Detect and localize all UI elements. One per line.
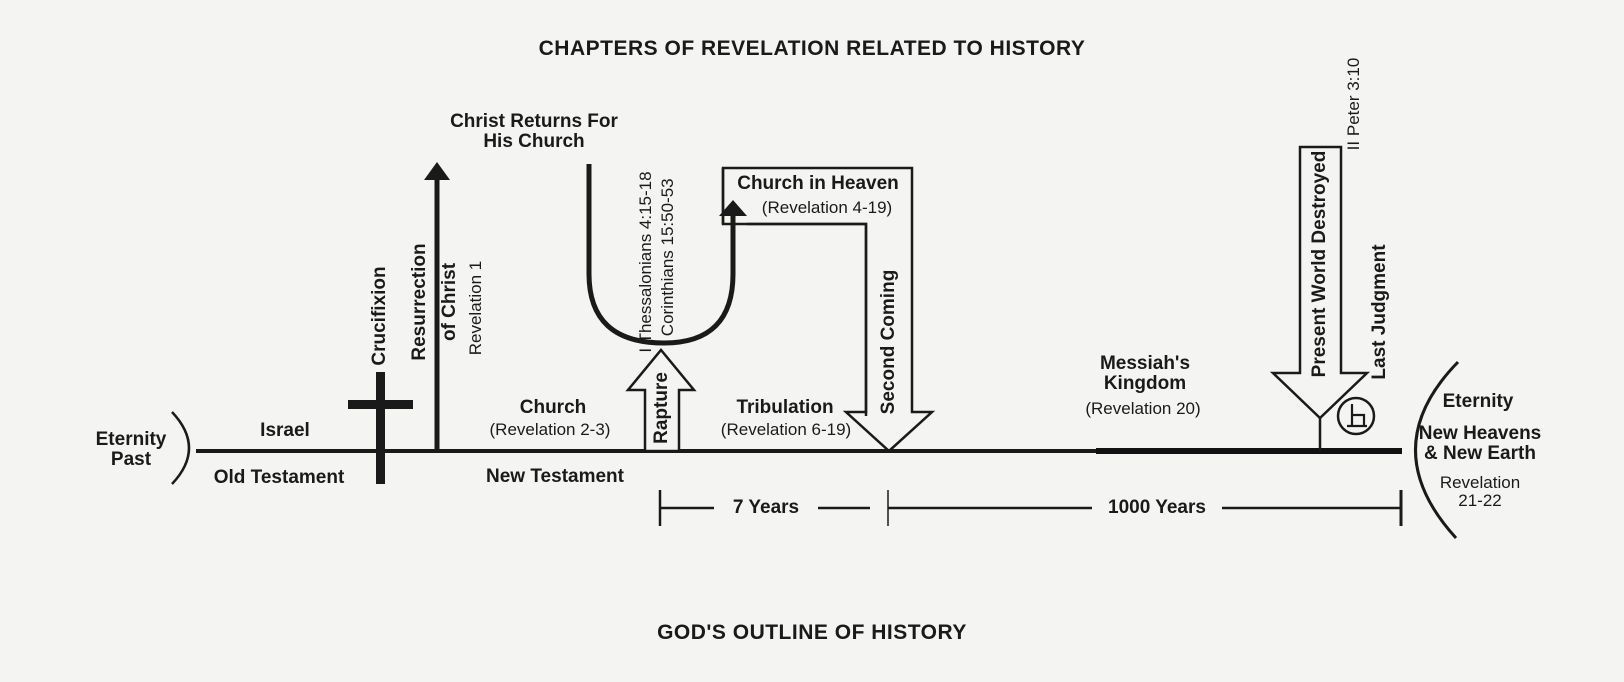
messiah-line-2: Kingdom bbox=[1103, 372, 1187, 394]
christ-returns-label: Christ Returns For His Church bbox=[448, 112, 620, 152]
resurrection-label-2: of Christ bbox=[439, 262, 461, 342]
eternity-past-label: Eternity Past bbox=[88, 430, 174, 470]
eternity-label: Eternity bbox=[1442, 391, 1514, 412]
present-world-label: Present World Destroyed bbox=[1309, 150, 1331, 378]
present-world-arrow bbox=[1269, 145, 1371, 420]
tribulation-ref: (Revelation 6-19) bbox=[720, 420, 852, 439]
new-heavens-label: New Heavens & New Earth bbox=[1412, 424, 1548, 464]
eternity-past-line-1: Eternity bbox=[95, 429, 167, 450]
eternity-past-line-2: Past bbox=[110, 448, 152, 470]
seven-years-label: 7 Years bbox=[732, 497, 800, 518]
church-in-heaven-ref: (Revelation 4-19) bbox=[761, 198, 893, 217]
eternity-past-bracket bbox=[171, 411, 191, 485]
rapture-curve bbox=[586, 164, 736, 346]
new-testament-label: New Testament bbox=[486, 466, 624, 487]
rapture-arrow bbox=[625, 348, 697, 453]
church-ref: (Revelation 2-3) bbox=[489, 420, 611, 439]
resurrection-label-1: Resurrection bbox=[409, 243, 431, 361]
rapture-label: Rapture bbox=[651, 372, 673, 444]
church-label: Church bbox=[519, 397, 587, 418]
new-heavens-line-2: & New Earth bbox=[1424, 442, 1536, 464]
crucifixion-label: Crucifixion bbox=[369, 266, 391, 366]
last-judgment-label: Last Judgment bbox=[1369, 244, 1391, 380]
christ-returns-line-1: Christ Returns For bbox=[450, 111, 618, 132]
old-testament-label: Old Testament bbox=[213, 467, 345, 488]
corinthians-ref: I Corinthians 15:50-53 bbox=[658, 178, 678, 346]
diagram-title: CHAPTERS OF REVELATION RELATED TO HISTOR… bbox=[538, 37, 1086, 60]
eternity-ref-line-2: 21-22 bbox=[1458, 490, 1502, 510]
messiah-line-1: Messiah's bbox=[1099, 353, 1191, 374]
eternity-ref: Revelation 21-22 bbox=[1418, 474, 1542, 510]
messiah-kingdom-label: Messiah's Kingdom bbox=[1060, 354, 1230, 394]
thessalonians-ref: I Thessalonians 4:15-18 bbox=[636, 171, 656, 353]
eternity-ref-line-1: Revelation bbox=[1439, 473, 1521, 492]
diagram-footer: GOD'S OUTLINE OF HISTORY bbox=[657, 621, 967, 644]
peter-ref: II Peter 3:10 bbox=[1344, 57, 1364, 151]
second-coming-arrow bbox=[721, 166, 936, 453]
resurrection-ref: Revelation 1 bbox=[466, 260, 486, 356]
thousand-years-label: 1000 Years bbox=[1108, 497, 1206, 518]
church-in-heaven-label: Church in Heaven bbox=[737, 173, 899, 194]
cross-icon bbox=[376, 372, 385, 484]
christ-returns-line-2: His Church bbox=[483, 130, 585, 152]
tribulation-label: Tribulation bbox=[736, 397, 834, 418]
israel-label: Israel bbox=[260, 420, 310, 441]
new-heavens-line-1: New Heavens bbox=[1418, 423, 1542, 444]
messiah-ref: (Revelation 20) bbox=[1085, 399, 1201, 418]
eternity-future-bracket bbox=[1414, 360, 1460, 540]
second-coming-label: Second Coming bbox=[878, 269, 900, 415]
